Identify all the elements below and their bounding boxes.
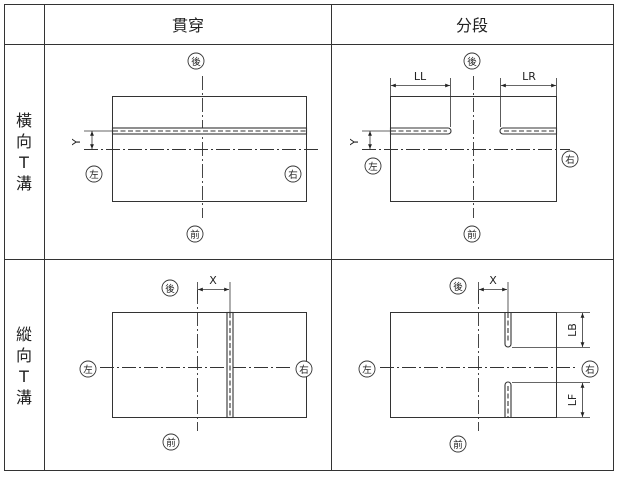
t-slot-left xyxy=(389,127,452,135)
direction-front-label: 前 xyxy=(190,229,200,241)
header-segmented: 分段 xyxy=(456,16,488,35)
direction-rear: 後 xyxy=(187,52,205,70)
direction-right: 右 xyxy=(295,360,313,378)
direction-front: 前 xyxy=(162,433,180,451)
row-label-char: 溝 xyxy=(16,388,32,407)
direction-left-label: 左 xyxy=(89,169,99,181)
t-slot-front xyxy=(504,381,512,419)
direction-left-label: 左 xyxy=(368,161,378,173)
dim-lb-label: LB xyxy=(566,323,579,337)
direction-rear: 後 xyxy=(449,277,467,295)
direction-front: 前 xyxy=(186,225,204,243)
direction-left: 左 xyxy=(364,157,382,175)
direction-right-label: 右 xyxy=(299,364,309,376)
panel-longitudinal-through: X 後 前 左 右 xyxy=(79,274,313,451)
row-label-char: T xyxy=(18,367,29,386)
direction-rear-label: 後 xyxy=(165,283,175,295)
direction-front: 前 xyxy=(449,435,467,453)
header-through: 貫穿 xyxy=(172,16,204,35)
direction-front: 前 xyxy=(463,225,481,243)
direction-rear-label: 後 xyxy=(191,56,201,68)
direction-left: 左 xyxy=(358,360,376,378)
direction-right: 右 xyxy=(561,150,579,168)
direction-rear-label: 後 xyxy=(467,56,477,68)
row-label-char: 溝 xyxy=(16,174,32,193)
direction-front-label: 前 xyxy=(453,439,463,451)
row-label-char: 橫 xyxy=(16,111,32,130)
plate-outline xyxy=(112,96,307,202)
row-label-longitudinal: 縱 向 T 溝 xyxy=(16,325,32,407)
dim-x-label: X xyxy=(489,274,497,287)
dim-y-label: Y xyxy=(348,138,361,146)
panel-transverse-segmented: LL LR Y 後 前 左 右 xyxy=(348,52,579,243)
direction-front-label: 前 xyxy=(467,229,477,241)
direction-right-label: 右 xyxy=(565,154,575,166)
t-slot xyxy=(111,127,308,135)
dim-y-label: Y xyxy=(70,138,83,146)
dim-x-label: X xyxy=(209,274,217,287)
row-label-char: 向 xyxy=(16,132,32,151)
t-slot xyxy=(226,311,234,419)
panel-longitudinal-segmented: X LB LF 後 前 左 右 xyxy=(358,274,599,453)
plate-outline xyxy=(112,312,307,418)
row-label-char: T xyxy=(18,153,29,172)
direction-right-label: 右 xyxy=(585,364,595,376)
direction-left-label: 左 xyxy=(83,364,93,376)
direction-right: 右 xyxy=(284,165,302,183)
direction-left-label: 左 xyxy=(362,364,372,376)
table-grid xyxy=(4,4,614,471)
direction-left: 左 xyxy=(79,360,97,378)
direction-right: 右 xyxy=(581,360,599,378)
direction-rear: 後 xyxy=(463,52,481,70)
direction-front-label: 前 xyxy=(166,437,176,449)
direction-left: 左 xyxy=(85,165,103,183)
direction-rear-label: 後 xyxy=(453,281,463,293)
panel-transverse-through: Y 後 前 左 右 xyxy=(70,52,320,243)
dim-ll-label: LL xyxy=(414,70,427,83)
direction-right-label: 右 xyxy=(288,169,298,181)
row-label-char: 縱 xyxy=(16,325,32,344)
plate-outline xyxy=(390,96,557,202)
direction-rear: 後 xyxy=(161,279,179,297)
dim-lf-label: LF xyxy=(566,394,579,406)
plate-outline xyxy=(390,312,557,418)
row-label-char: 向 xyxy=(16,346,32,365)
dim-lr-label: LR xyxy=(522,70,536,83)
row-label-transverse: 橫 向 T 溝 xyxy=(16,111,32,193)
